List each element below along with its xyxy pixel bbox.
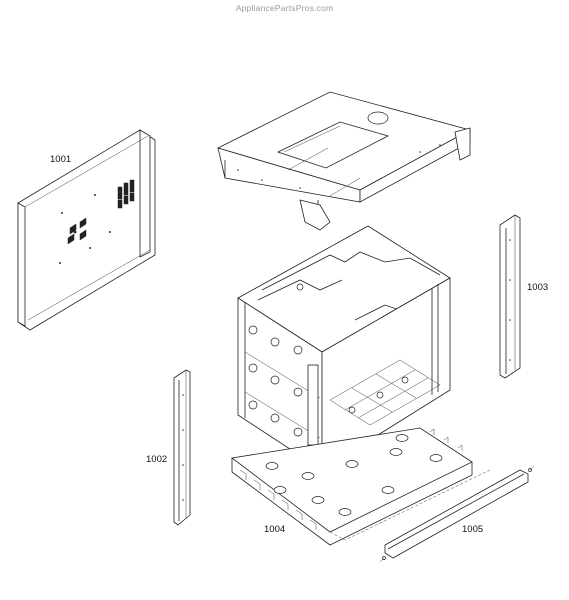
mounting-bracket-pattern <box>67 217 87 245</box>
burner-holes-side <box>248 325 303 437</box>
side-panel-1001[interactable] <box>17 129 156 331</box>
label-1005: 1005 <box>462 524 484 535</box>
vent-slots <box>117 179 135 209</box>
front-rail-1005[interactable] <box>379 465 535 563</box>
bottom-tray-1004[interactable] <box>231 427 491 546</box>
label-1001: 1001 <box>50 154 72 165</box>
label-1004: 1004 <box>264 524 286 535</box>
watermark-text: AppliancePartsPros.com <box>235 3 334 13</box>
label-1002: 1002 <box>146 454 168 465</box>
oven-cavity[interactable] <box>237 225 451 471</box>
label-1003: 1003 <box>527 282 549 293</box>
tray-edge-tabs <box>239 428 463 530</box>
top-cover[interactable] <box>216 91 472 231</box>
tray-holes <box>265 434 443 516</box>
trim-strip-1002[interactable] <box>173 369 191 526</box>
trim-strip-1003[interactable] <box>499 214 521 379</box>
